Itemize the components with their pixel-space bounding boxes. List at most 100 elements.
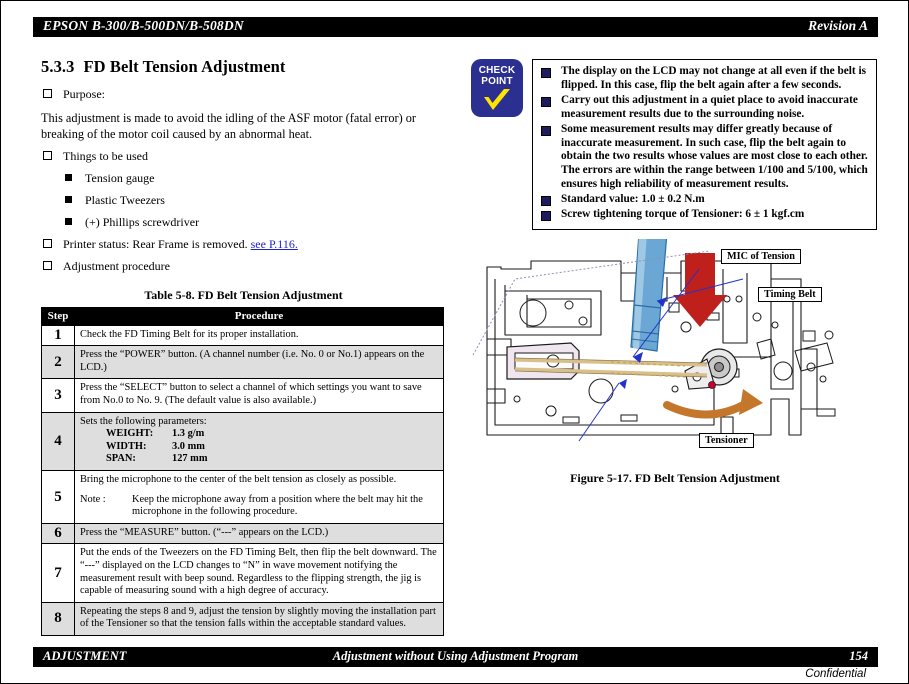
parameter-row: SPAN:127 mm — [106, 453, 438, 466]
parameter-value: 3.0 mm — [172, 440, 205, 452]
parameter-name: WEIGHT: — [106, 428, 154, 440]
things-label: Things to be used — [63, 149, 148, 163]
step-number: 2 — [41, 345, 75, 380]
step-text: Press the “MEASURE” button. (“---” appea… — [74, 522, 444, 545]
footer-page-number: 154 — [849, 649, 868, 663]
column-header-step: Step — [41, 307, 75, 326]
list-item: Carry out this adjustment in a quiet pla… — [539, 94, 869, 122]
parameter-value: 1.3 g/m — [172, 428, 205, 440]
step-text: Bring the microphone to the center of th… — [80, 473, 397, 485]
callout-tensioner: Tensioner — [699, 433, 754, 448]
note-text: Carry out this adjustment in a quiet pla… — [561, 93, 858, 120]
list-item: Screw tightening torque of Tensioner: 6 … — [539, 208, 869, 222]
step-text: Check the FD Timing Belt for its proper … — [74, 324, 444, 347]
tool-name: (+) Phillips screwdriver — [85, 215, 200, 229]
step-text: Repeating the steps 8 and 9, adjust the … — [74, 601, 444, 636]
footer-section: Adjustment without Using Adjustment Prog… — [332, 649, 579, 663]
table-row: 6 Press the “MEASURE” button. (“---” app… — [41, 522, 444, 545]
column-header-procedure: Procedure — [74, 307, 444, 326]
list-item: The display on the LCD may not change at… — [539, 65, 869, 93]
list-item: Tension gauge — [41, 171, 446, 186]
filled-square-bullet-icon — [65, 196, 72, 203]
table-row: 1 Check the FD Timing Belt for its prope… — [41, 324, 444, 347]
step-number: 8 — [41, 601, 75, 636]
header-revision: Revision A — [808, 18, 868, 33]
parameter-name: SPAN: — [106, 453, 136, 465]
table-row: 8 Repeating the steps 8 and 9, adjust th… — [41, 601, 444, 636]
table-row: 4 Sets the following parameters: WEIGHT:… — [41, 411, 444, 471]
step-text: Sets the following parameters: — [80, 415, 207, 427]
page-footer: ADJUSTMENT Adjustment without Using Adju… — [33, 647, 878, 667]
section-number: 5.3.3 — [41, 57, 75, 76]
check-point-line2: POINT — [481, 76, 513, 87]
callout-label: Tensioner — [705, 435, 748, 446]
list-item: Plastic Tweezers — [41, 193, 446, 208]
step-number: 6 — [41, 522, 75, 545]
callout-label: Timing Belt — [764, 289, 816, 300]
parameter-row: WIDTH: 3.0 mm — [106, 441, 438, 454]
table-row: 3 Press the “SELECT” button to select a … — [41, 378, 444, 413]
step-text-parameters: Sets the following parameters: WEIGHT: 1.… — [74, 411, 444, 471]
page-title: 5.3.3 FD Belt Tension Adjustment — [41, 57, 446, 77]
note-text: Some measurement results may differ grea… — [561, 122, 868, 191]
table-caption: Table 5-8. FD Belt Tension Adjustment — [144, 288, 343, 302]
check-point-badge: CHECK POINT — [471, 59, 523, 117]
tool-name: Tension gauge — [85, 171, 155, 185]
procedure-table: Step Procedure 1 Check the FD Timing Bel… — [41, 307, 444, 636]
hollow-square-bullet-icon — [43, 261, 52, 270]
step-number: 5 — [41, 469, 75, 524]
adjustment-procedure-label: Adjustment procedure — [63, 259, 170, 273]
step-number: 3 — [41, 378, 75, 413]
purpose-text: This adjustment is made to avoid the idl… — [41, 111, 416, 141]
step-text-note: Bring the microphone to the center of th… — [74, 469, 444, 524]
figure-fd-belt-tension: MIC of Tension Timing Belt Tensioner — [471, 232, 879, 461]
footer-chapter: ADJUSTMENT — [43, 649, 127, 663]
hollow-square-bullet-icon — [43, 89, 52, 98]
check-point-notes: The display on the LCD may not change at… — [532, 59, 877, 230]
list-item: Standard value: 1.0 ± 0.2 N.m — [539, 193, 869, 207]
figure-caption: Figure 5-17. FD Belt Tension Adjustment — [570, 471, 780, 485]
printer-status-text: Printer status: Rear Frame is removed. — [63, 237, 251, 251]
step-number: 1 — [41, 324, 75, 347]
step-text: Put the ends of the Tweezers on the FD T… — [74, 543, 444, 603]
table-row: 5 Bring the microphone to the center of … — [41, 469, 444, 524]
step-text: Press the “SELECT” button to select a ch… — [74, 378, 444, 413]
callout-label: MIC of Tension — [727, 251, 795, 262]
step-number: 7 — [41, 543, 75, 603]
purpose-heading: Purpose: — [41, 87, 446, 102]
filled-square-bullet-icon — [541, 96, 551, 107]
parameter-name: WIDTH: — [106, 440, 147, 452]
tool-name: Plastic Tweezers — [85, 193, 165, 207]
note-block: Note : Keep the microphone away from a po… — [80, 494, 438, 519]
checkmark-icon — [484, 89, 510, 110]
callout-timing-belt: Timing Belt — [758, 287, 822, 302]
note-text: Keep the microphone away from a position… — [132, 493, 423, 518]
left-column: 5.3.3 FD Belt Tension Adjustment Purpose:… — [41, 57, 446, 636]
purpose-label: Purpose: — [63, 87, 105, 101]
note-text: The display on the LCD may not change at… — [561, 65, 867, 91]
note-label: Note : — [80, 493, 106, 505]
check-point-line1: CHECK — [478, 65, 516, 76]
note-text: Standard value: 1.0 ± 0.2 N.m — [561, 193, 705, 206]
table-row: 2 Press the “POWER” button. (A channel n… — [41, 345, 444, 380]
page-header: EPSON B-300/B-500DN/B-508DN Revision A — [33, 17, 878, 37]
confidential-mark: Confidential — [805, 668, 866, 680]
hollow-square-bullet-icon — [43, 151, 52, 160]
section-title: FD Belt Tension Adjustment — [83, 57, 286, 76]
printer-status: Printer status: Rear Frame is removed. s… — [41, 237, 446, 252]
table-row: 7 Put the ends of the Tweezers on the FD… — [41, 543, 444, 603]
filled-square-bullet-icon — [541, 125, 551, 136]
step-number: 4 — [41, 411, 75, 471]
filled-square-bullet-icon — [541, 196, 551, 207]
cross-reference-link[interactable]: see P.116. — [250, 237, 298, 251]
list-item: (+) Phillips screwdriver — [41, 215, 446, 230]
things-heading: Things to be used — [41, 149, 446, 164]
adjustment-procedure-heading: Adjustment procedure — [41, 259, 446, 274]
hollow-square-bullet-icon — [43, 239, 52, 248]
filled-square-bullet-icon — [541, 211, 551, 222]
filled-square-bullet-icon — [65, 218, 72, 225]
printer-chassis-diagram — [472, 232, 836, 442]
filled-square-bullet-icon — [65, 174, 72, 181]
filled-square-bullet-icon — [541, 68, 551, 78]
